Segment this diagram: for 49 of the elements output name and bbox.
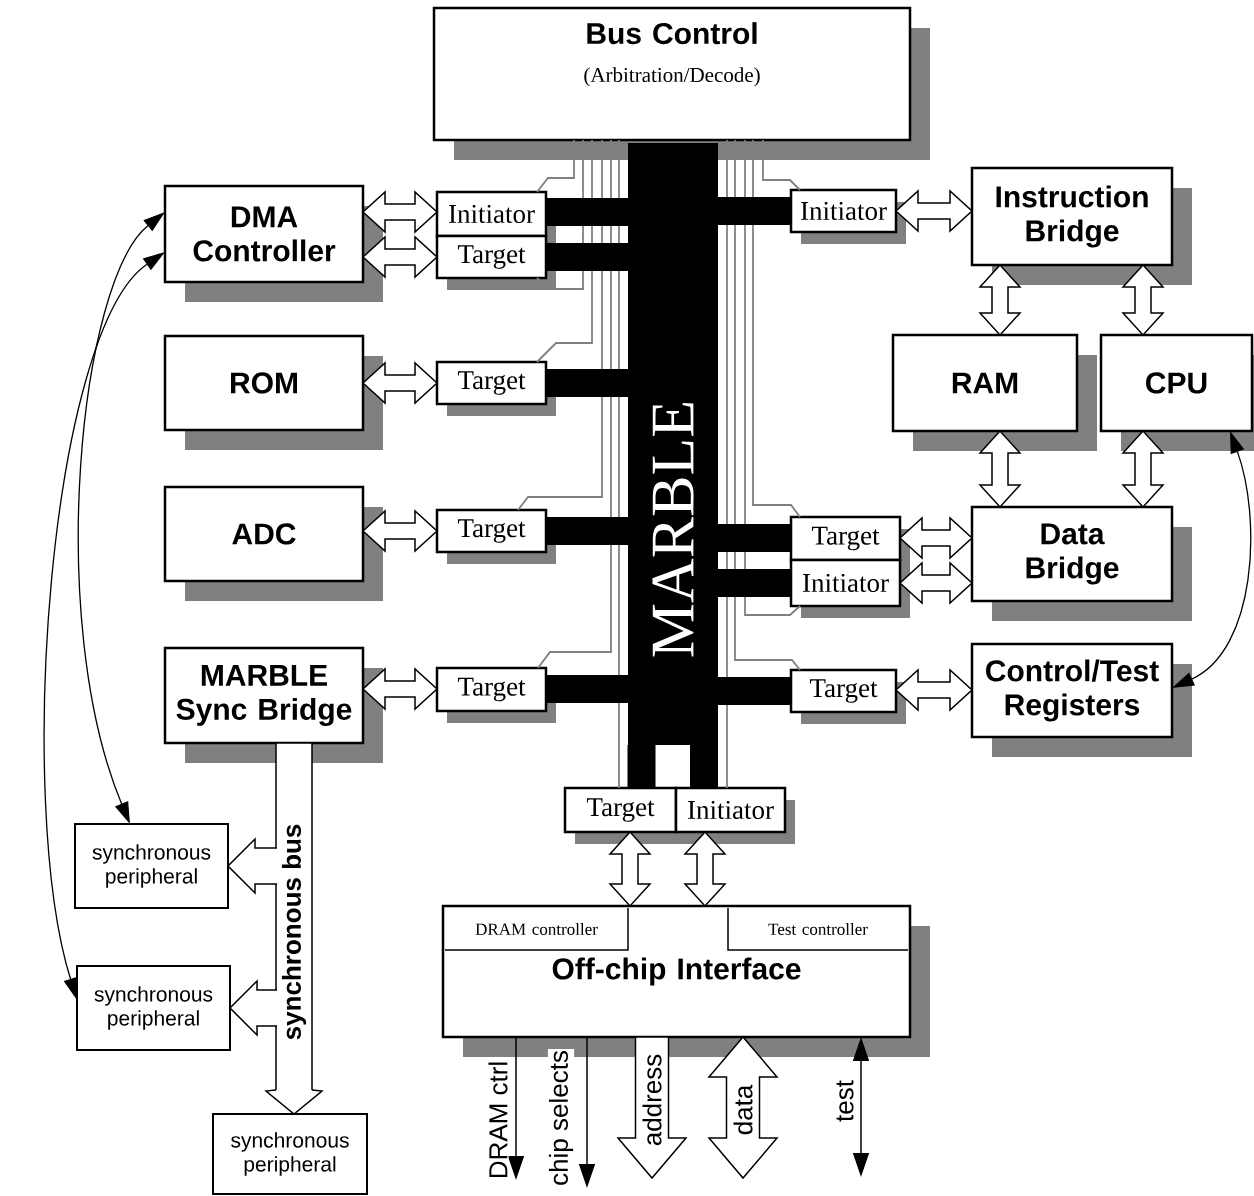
node-label: MARBLE — [652, 402, 694, 657]
process-box: Data Bridge — [970, 505, 1174, 603]
bus-bar: MARBLE — [628, 143, 718, 745]
process-box: Bus Control (Arbitration/Decode) — [432, 6, 912, 142]
process-box: MARBLE Sync Bridge — [163, 646, 365, 745]
process-box: Instruction Bridge — [970, 166, 1174, 267]
port-box: Target — [789, 668, 898, 714]
bus-connection — [546, 517, 628, 545]
bus-connection — [546, 198, 628, 226]
bus-connection — [546, 675, 628, 703]
bus-arrow — [264, 1089, 324, 1115]
bus-connection — [627, 745, 656, 788]
port-box: Target — [435, 508, 548, 554]
edge-label: address — [641, 1052, 663, 1148]
port-box: Target — [435, 666, 548, 713]
process-box: ADC — [163, 485, 365, 583]
port-box: Initiator — [789, 188, 898, 234]
port-box: Target — [563, 786, 678, 834]
peripheral-box: synchronous peripheral — [74, 823, 229, 909]
edge-label: chip selects — [547, 1049, 575, 1187]
process-box: ROM — [163, 334, 365, 432]
controller-box: DRAM controller — [444, 907, 629, 951]
process-box: DMA Controller — [163, 184, 365, 284]
bus-arrow — [228, 979, 278, 1037]
bus-connection — [718, 569, 791, 597]
controller-box: Test controller — [727, 907, 909, 951]
edge-label: data — [732, 1083, 754, 1137]
control-line — [536, 139, 575, 193]
port-box: Target — [789, 515, 902, 562]
bus-arrow — [226, 837, 278, 895]
process-box: CPU — [1099, 333, 1254, 433]
port-box: Initiator — [435, 190, 548, 238]
bus-connection — [546, 369, 628, 397]
bus-connection — [546, 243, 628, 271]
port-box: Initiator — [789, 558, 902, 608]
control-line — [762, 139, 801, 191]
process-box: RAM — [891, 333, 1079, 433]
control-line — [752, 139, 801, 518]
port-box: Initiator — [674, 786, 787, 834]
edge-label: test — [835, 1079, 855, 1123]
bus-connection — [690, 745, 718, 788]
peripheral-box: synchronous peripheral — [76, 965, 231, 1051]
port-box: Target — [435, 360, 548, 406]
process-box: Control/Test Registers — [970, 642, 1174, 739]
bus-connection — [718, 524, 791, 552]
port-box: Target — [435, 234, 548, 280]
bus-connection — [718, 197, 791, 225]
edge-label: DRAM ctrl — [487, 1059, 509, 1181]
bus-connection — [718, 677, 791, 705]
